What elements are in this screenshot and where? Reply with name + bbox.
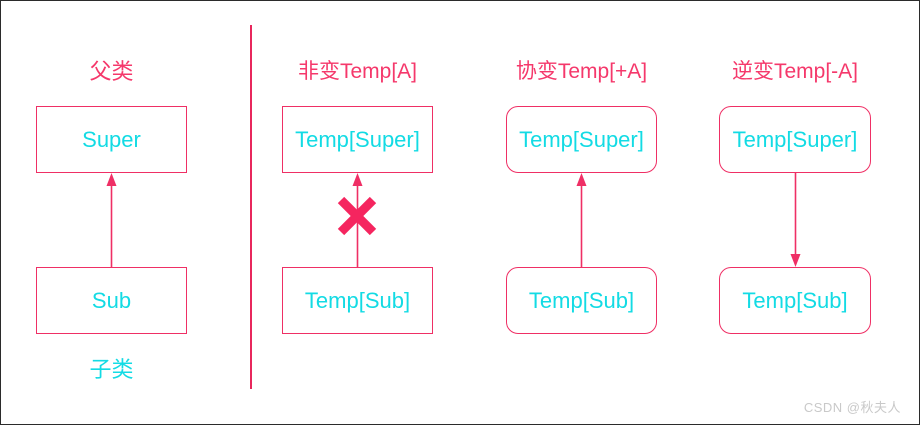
watermark: CSDN @秋夫人: [803, 400, 901, 415]
node-temp-super-contravariant: Temp[Super]: [719, 106, 871, 173]
node-temp-sub-invariant: Temp[Sub]: [282, 267, 433, 334]
column-footer-plain-inheritance: 子类: [89, 357, 134, 382]
node-sub: Sub: [36, 267, 187, 334]
arrow-sub-to-super-covariant: [566, 173, 597, 267]
cross-mark-icon: [335, 195, 379, 242]
arrow-super-to-sub-contravariant: [780, 173, 811, 267]
column-title-covariant: 协变Temp[+A]: [515, 60, 648, 83]
column-title-plain-inheritance: 父类: [89, 59, 134, 84]
node-temp-sub-covariant: Temp[Sub]: [506, 267, 657, 334]
arrow-sub-to-super-invariant: [342, 173, 373, 267]
node-super: Super: [36, 106, 187, 173]
node-temp-super-invariant: Temp[Super]: [282, 106, 433, 173]
column-title-invariant: 非变Temp[A]: [297, 60, 418, 83]
column-title-contravariant: 逆变Temp[-A]: [731, 60, 859, 83]
arrow-sub-to-super-plain: [96, 173, 127, 267]
node-temp-sub-contravariant: Temp[Sub]: [719, 267, 871, 334]
vertical-divider: [250, 25, 252, 389]
node-temp-super-covariant: Temp[Super]: [506, 106, 657, 173]
